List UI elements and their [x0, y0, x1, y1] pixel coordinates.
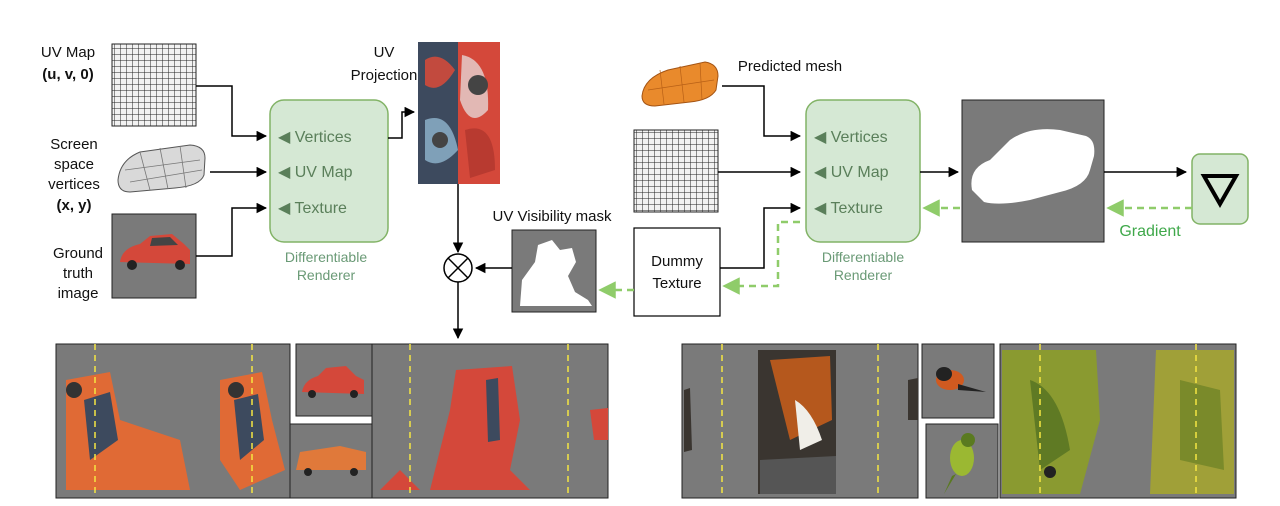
gradient-arrow-to-dummy: [722, 220, 800, 295]
bird-photo-icon: [936, 367, 986, 392]
gradient-label: Gradient: [1119, 223, 1181, 240]
silhouette-icon: [961, 99, 1105, 243]
uv-visibility-mask-label: UV Visibility mask: [493, 208, 612, 225]
uv-grid-icon-right: [633, 129, 719, 213]
car-results-strip: [55, 343, 609, 499]
uv-map-label: UV Map (u, v, 0): [41, 44, 95, 83]
arrow-to-uv-projection: [388, 106, 416, 139]
bird-results-strip: [681, 343, 1237, 499]
screen-space-coords: (x, y): [56, 197, 91, 214]
arrow-dummy-to-renderer: [720, 202, 802, 269]
ground-truth-image: [111, 213, 197, 299]
renderer-right-port-vertices: ◀ Vertices: [814, 129, 888, 146]
bird-photo-icon-2: [944, 433, 975, 494]
ground-truth-line1: Ground: [53, 245, 103, 262]
ground-truth-line3: image: [58, 285, 99, 302]
uv-projection-line1: UV: [374, 44, 395, 61]
renderer-left-caption1: Differentiable: [285, 249, 367, 265]
screen-space-line1: Screen: [50, 136, 98, 153]
renderer-right-port-uvmap: ◀ UV Map: [814, 164, 889, 181]
right-input-arrows: [718, 85, 802, 178]
renderer-right-port-texture: ◀ Texture: [814, 200, 883, 217]
dummy-texture-box: Dummy Texture: [633, 227, 721, 317]
predicted-mesh-label: Predicted mesh: [738, 58, 842, 75]
wireframe-car-icon: [117, 144, 206, 193]
screen-space-line3: vertices: [48, 176, 100, 193]
renderer-left-caption2: Renderer: [297, 267, 356, 283]
renderer-right-caption1: Differentiable: [822, 249, 904, 265]
multiply-node: [443, 253, 473, 283]
uv-projection-line2: Projection: [351, 67, 418, 84]
renderer-left-port-uvmap: ◀ UV Map: [278, 164, 353, 181]
dummy-texture-line1: Dummy: [651, 253, 703, 270]
ground-truth-line2: truth: [63, 265, 93, 282]
nabla-icon: [1200, 174, 1240, 209]
differentiable-renderer-right: ◀ Vertices ◀ UV Map ◀ Texture: [805, 99, 921, 243]
differentiable-renderer-left: ◀ Vertices ◀ UV Map ◀ Texture: [269, 99, 389, 243]
dummy-texture-line2: Texture: [652, 275, 701, 292]
renderer-right-caption2: Renderer: [834, 267, 893, 283]
renderer-left-port-vertices: ◀ Vertices: [278, 129, 352, 146]
ground-truth-label: Ground truth image: [53, 245, 103, 302]
uv-map-title: UV Map: [41, 44, 95, 61]
uv-visibility-mask-image: [511, 229, 597, 313]
screen-space-line2: space: [54, 156, 94, 173]
loss-node: [1191, 153, 1249, 225]
car-photo-icon: [120, 234, 190, 270]
renderer-left-port-texture: ◀ Texture: [278, 200, 347, 217]
left-input-arrows: [196, 85, 268, 257]
uv-projection-image: [418, 42, 500, 184]
uv-grid-icon: [111, 43, 197, 127]
uv-map-coords: (u, v, 0): [42, 66, 93, 83]
screen-space-vertices-label: Screen space vertices (x, y): [48, 136, 100, 214]
mesh-orange-car-icon: [641, 61, 719, 107]
